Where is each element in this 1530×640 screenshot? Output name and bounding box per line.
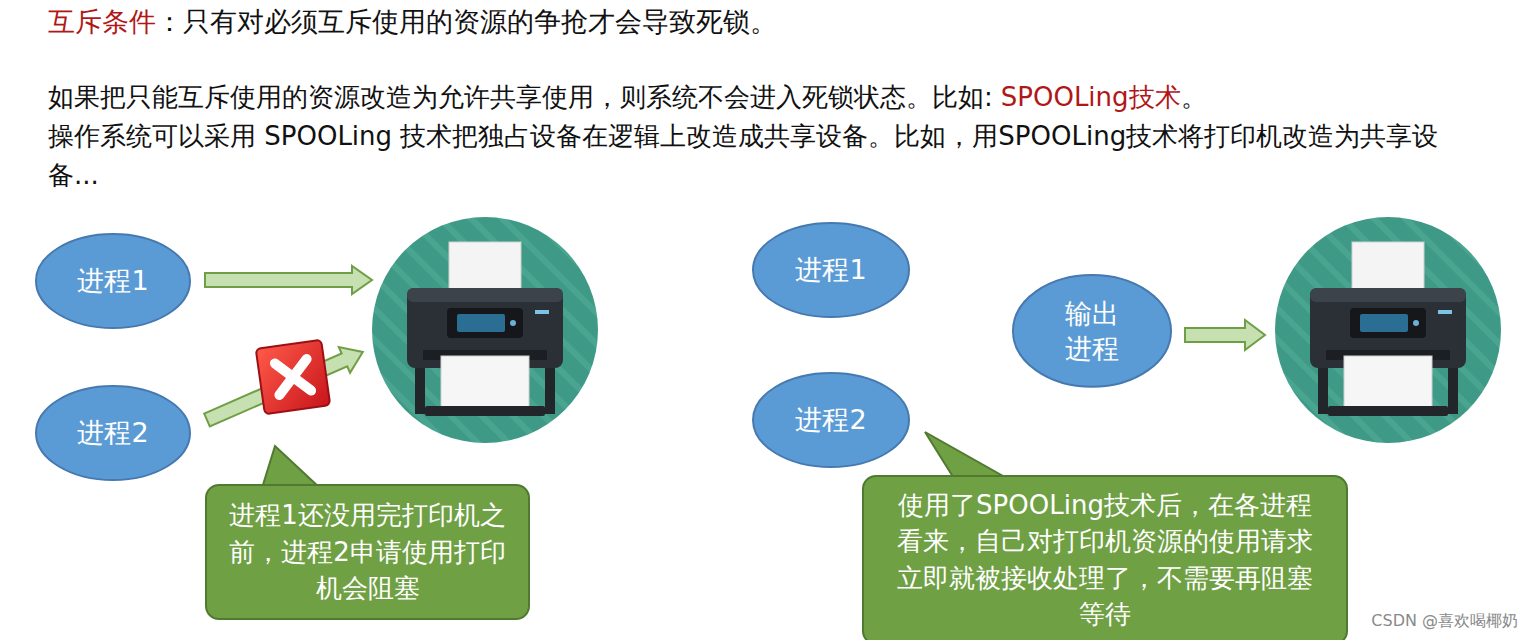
callout-tail [925,432,1010,480]
node-text: 进程2 [77,415,148,450]
process-ellipse: 输出进程 [1012,274,1172,388]
node-text: 进程1 [77,263,148,298]
printer-icon [1275,217,1501,443]
paragraph-text: 如果把只能互斥使用的资源改造为允许共享使用，则系统不会进入死锁状态。比如: [48,82,993,112]
process-ellipse: 进程2 [752,372,910,468]
paragraph: 如果把只能互斥使用的资源改造为允许共享使用，则系统不会进入死锁状态。比如: SPO… [48,78,1478,195]
title: 互斥条件 [48,6,156,37]
paragraph-text: 。 [1181,82,1207,112]
output-arrow [1185,320,1265,350]
heading-text: ：只有对必须互斥使用的资源的争抢才会导致死锁。 [156,6,777,37]
node-text: 输出进程 [1062,296,1121,366]
callout-tail [262,446,320,488]
callout-box: 使用了SPOOLing技术后，在各进程看来，自己对打印机资源的使用请求立即就被接… [862,475,1348,640]
node-text: 使用了SPOOLing技术后，在各进程看来，自己对打印机资源的使用请求立即就被接… [886,487,1324,633]
highlight-term: SPOOLing技术 [1001,82,1181,112]
heading-line: 互斥条件：只有对必须互斥使用的资源的争抢才会导致死锁。 [48,4,777,40]
callout-box: 进程1还没用完打印机之前，进程2申请使用打印机会阻塞 [205,484,530,620]
ellipse-outline [1012,274,1172,388]
blocked-arrow [201,339,368,433]
process-ellipse: 进程1 [35,233,191,329]
process-ellipse: 进程2 [35,385,191,481]
node-text: 进程1还没用完打印机之前，进程2申请使用打印机会阻塞 [229,497,506,606]
deny-mark [256,340,331,415]
watermark-text: CSDN @喜欢喝椰奶 [1371,611,1518,630]
request-arrow [205,266,372,294]
printer-icon [372,217,598,443]
watermark: CSDN @喜欢喝椰奶 [1371,611,1518,632]
process-ellipse: 进程1 [752,222,910,318]
node-text: 进程2 [795,402,866,437]
node-text: 进程1 [795,252,866,287]
paragraph-text: 操作系统可以采用 SPOOLing 技术把独占设备在逻辑上改造成共享设备。比如，… [48,121,1438,190]
